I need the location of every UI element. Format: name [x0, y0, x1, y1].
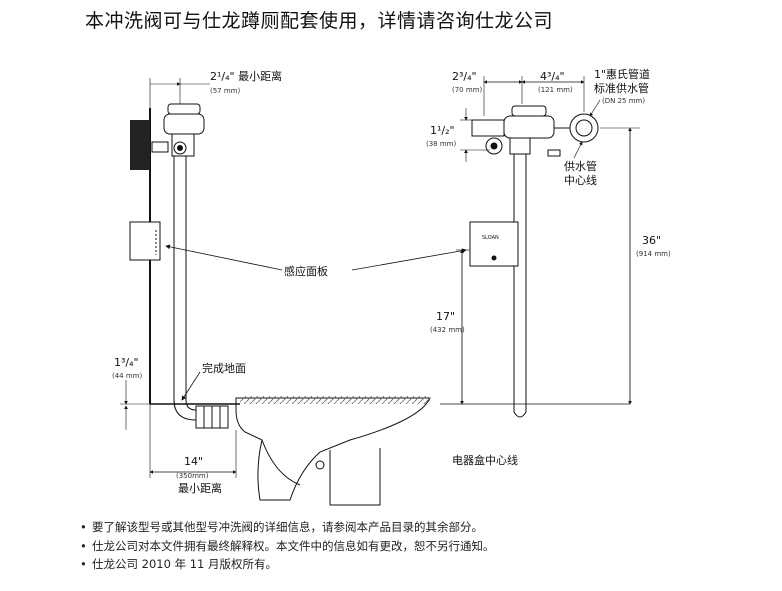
- pipe-standard-metric: (DN 25 mm): [602, 97, 645, 105]
- sensor-panel-left: [129, 221, 161, 261]
- page-title: 本冲洗阀可与仕龙蹲厕配套使用，详情请咨询仕龙公司: [85, 10, 554, 32]
- footnote-text: 仕龙公司对本文件拥有最终解释权。本文件中的信息如有更改，恕不另行通知。: [92, 538, 495, 553]
- footnote-item: • 要了解该型号或其他型号冲洗阀的详细信息，请参阅本产品目录的其余部分。: [80, 518, 495, 537]
- bullet-icon: •: [80, 557, 87, 571]
- floor-label: 完成地面: [202, 361, 246, 375]
- left-side-view: [120, 78, 431, 506]
- pipe-standard-line1: 1"惠氏管道: [594, 67, 650, 81]
- dim-c-label: 1¹/₂": [430, 124, 455, 137]
- dim-c-metric: (38 mm): [426, 140, 457, 148]
- pipe-standard-line2: 标准供水管: [594, 81, 649, 95]
- dim-b-metric: (121 mm): [538, 86, 573, 94]
- installation-diagram: 2¹/₄" 最小距离 (57 mm) 1³/₄" (44 mm) 完成地面 14…: [112, 67, 671, 506]
- dim-bottom-note: 最小距离: [178, 481, 222, 495]
- control-stop: [471, 119, 505, 137]
- footnote-text: 要了解该型号或其他型号冲洗阀的详细信息，请参阅本产品目录的其余部分。: [92, 520, 483, 534]
- dim-bottom-label: 14": [184, 455, 203, 468]
- sensor-panel-label: 感应面板: [284, 264, 328, 278]
- bullet-icon: •: [80, 520, 87, 534]
- dim-left-metric: (44 mm): [112, 372, 143, 380]
- dim-a-metric: (70 mm): [452, 86, 483, 94]
- dim-e-label: 17": [436, 310, 455, 323]
- dim-top-left-metric: (57 mm): [210, 87, 241, 95]
- sensor-brand: SLOAN: [482, 235, 499, 241]
- footnote-text: 仕龙公司 2010 年 11 月版权所有。: [92, 557, 278, 571]
- box-centerline-label: 电器盒中心线: [452, 453, 518, 467]
- supply-centerline-line2: 中心线: [564, 173, 597, 187]
- right-front-view: [440, 76, 640, 418]
- dim-bottom-metric: (350mm): [176, 472, 209, 480]
- dim-d-label: 36": [642, 234, 661, 247]
- dim-a-label: 2³/₄": [452, 70, 477, 83]
- dim-e-metric: (432 mm): [430, 326, 465, 334]
- flush-valve-body: [503, 115, 555, 139]
- dim-left-label: 1³/₄": [114, 356, 139, 369]
- supply-centerline-line1: 供水管: [564, 159, 597, 173]
- footnotes: • 要了解该型号或其他型号冲洗阀的详细信息，请参阅本产品目录的其余部分。 • 仕龙公…: [80, 518, 495, 574]
- dim-b-label: 4³/₄": [540, 70, 565, 83]
- flush-valve-left: [151, 103, 205, 157]
- flush-valve-cap: [511, 105, 547, 117]
- squat-toilet: [235, 396, 431, 506]
- dim-top-left-label: 2¹/₄" 最小距离: [210, 69, 282, 83]
- footnote-item: • 仕龙公司 2010 年 11 月版权所有。: [80, 555, 495, 574]
- dim-d-metric: (914 mm): [636, 250, 671, 258]
- wall-block: [130, 120, 150, 170]
- footnote-item: • 仕龙公司对本文件拥有最终解释权。本文件中的信息如有更改，恕不另行通知。: [80, 537, 495, 556]
- bullet-icon: •: [80, 538, 87, 553]
- sensor-leaders: [165, 244, 467, 271]
